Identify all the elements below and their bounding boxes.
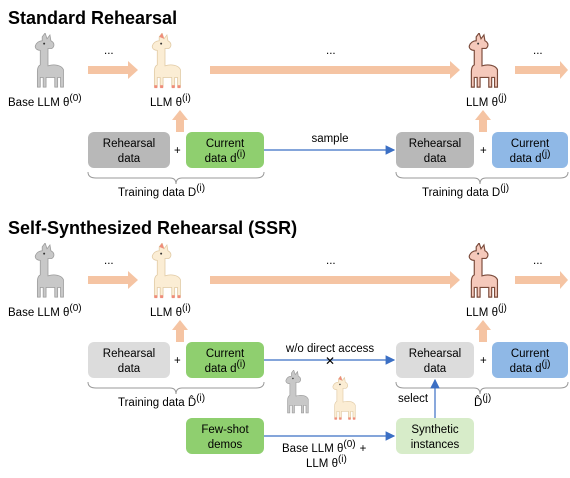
up-arrow [475,320,491,342]
sample-label: sample [311,133,348,145]
current-label: data d(j) [510,149,551,165]
current-label: data d(j) [510,359,551,375]
synthetic-instances-box [396,418,474,454]
progress-arrows [88,61,568,79]
ellipsis: ... [533,255,543,267]
section-title-ssr: Self-Synthesized Rehearsal (SSR) [8,218,297,238]
ellipsis: ... [104,45,114,57]
rehearsal-label: data [424,153,447,165]
progress-arrows [88,271,568,289]
ellipsis: ... [104,255,114,267]
few-shot-label: Few-shot [201,424,249,436]
up-arrow [475,110,491,132]
training-data-label: Training data D(i) [118,183,205,199]
current-label: Current [511,348,550,360]
llm-j-label: LLM θ(j) [466,303,507,319]
current-label: Current [511,138,550,150]
plus-sign: + [480,145,487,157]
training-data-label: Training data D̂(i) [118,393,205,409]
current-data-box [186,342,264,378]
current-label: Current [206,138,245,150]
llama-pink-icon [468,243,499,298]
base-llm-label: Base LLM θ(0) [8,93,82,109]
llama-gray-icon [34,33,64,88]
rehearsal-data-box [88,132,170,168]
rehearsal-label: data [424,363,447,375]
rehearsal-data-box [396,342,474,378]
llama-gray-icon [34,243,64,298]
llm-j-label: LLM θ(j) [466,93,507,109]
rehearsal-label: Rehearsal [103,138,155,150]
no-access-label: w/o direct access [285,343,374,355]
rehearsal-label: Rehearsal [409,138,461,150]
training-data-label: Training data D(j) [422,183,509,199]
rehearsal-data-box [88,342,170,378]
current-data-box [186,132,264,168]
llama-cream-icon [151,33,181,89]
llama-cream-icon [332,376,356,421]
llm-i-label: LLM θ(i) [150,93,191,109]
plus-sign: + [174,145,181,157]
up-arrow [172,110,188,132]
base-llm-label: Base LLM θ(0) [8,303,82,319]
rehearsal-label: data [118,153,141,165]
brace [395,171,569,185]
plus-sign: + [480,355,487,367]
synthetic-label: Synthetic [411,424,459,436]
current-label: data d(i) [205,149,246,165]
current-data-box [492,342,568,378]
current-label: data d(i) [205,359,246,375]
generator-label: Base LLM θ(0)+ [282,439,367,455]
llama-gray-icon [285,370,309,414]
ellipsis: ... [533,45,543,57]
current-data-box [492,132,568,168]
brace [395,381,569,395]
rehearsal-label: Rehearsal [409,348,461,360]
few-shot-label: demos [208,439,243,451]
select-label: select [398,393,429,405]
llama-cream-icon [151,243,181,299]
rehearsal-data-box [396,132,474,168]
brace [87,171,265,185]
rehearsal-label: data [118,363,141,375]
training-data-label: D̂(j) [474,393,491,409]
llama-pink-icon [468,33,499,88]
brace [87,381,265,395]
section-title-standard: Standard Rehearsal [8,8,177,28]
ellipsis: ... [326,255,336,267]
current-label: Current [206,348,245,360]
plus-sign: + [174,355,181,367]
few-shot-demos-box [186,418,264,454]
cross-icon: ✕ [325,354,335,368]
generator-label: LLM θ(i) [306,454,347,470]
ellipsis: ... [326,45,336,57]
synthetic-label: instances [411,439,460,451]
llm-i-label: LLM θ(i) [150,303,191,319]
rehearsal-label: Rehearsal [103,348,155,360]
up-arrow [172,320,188,342]
